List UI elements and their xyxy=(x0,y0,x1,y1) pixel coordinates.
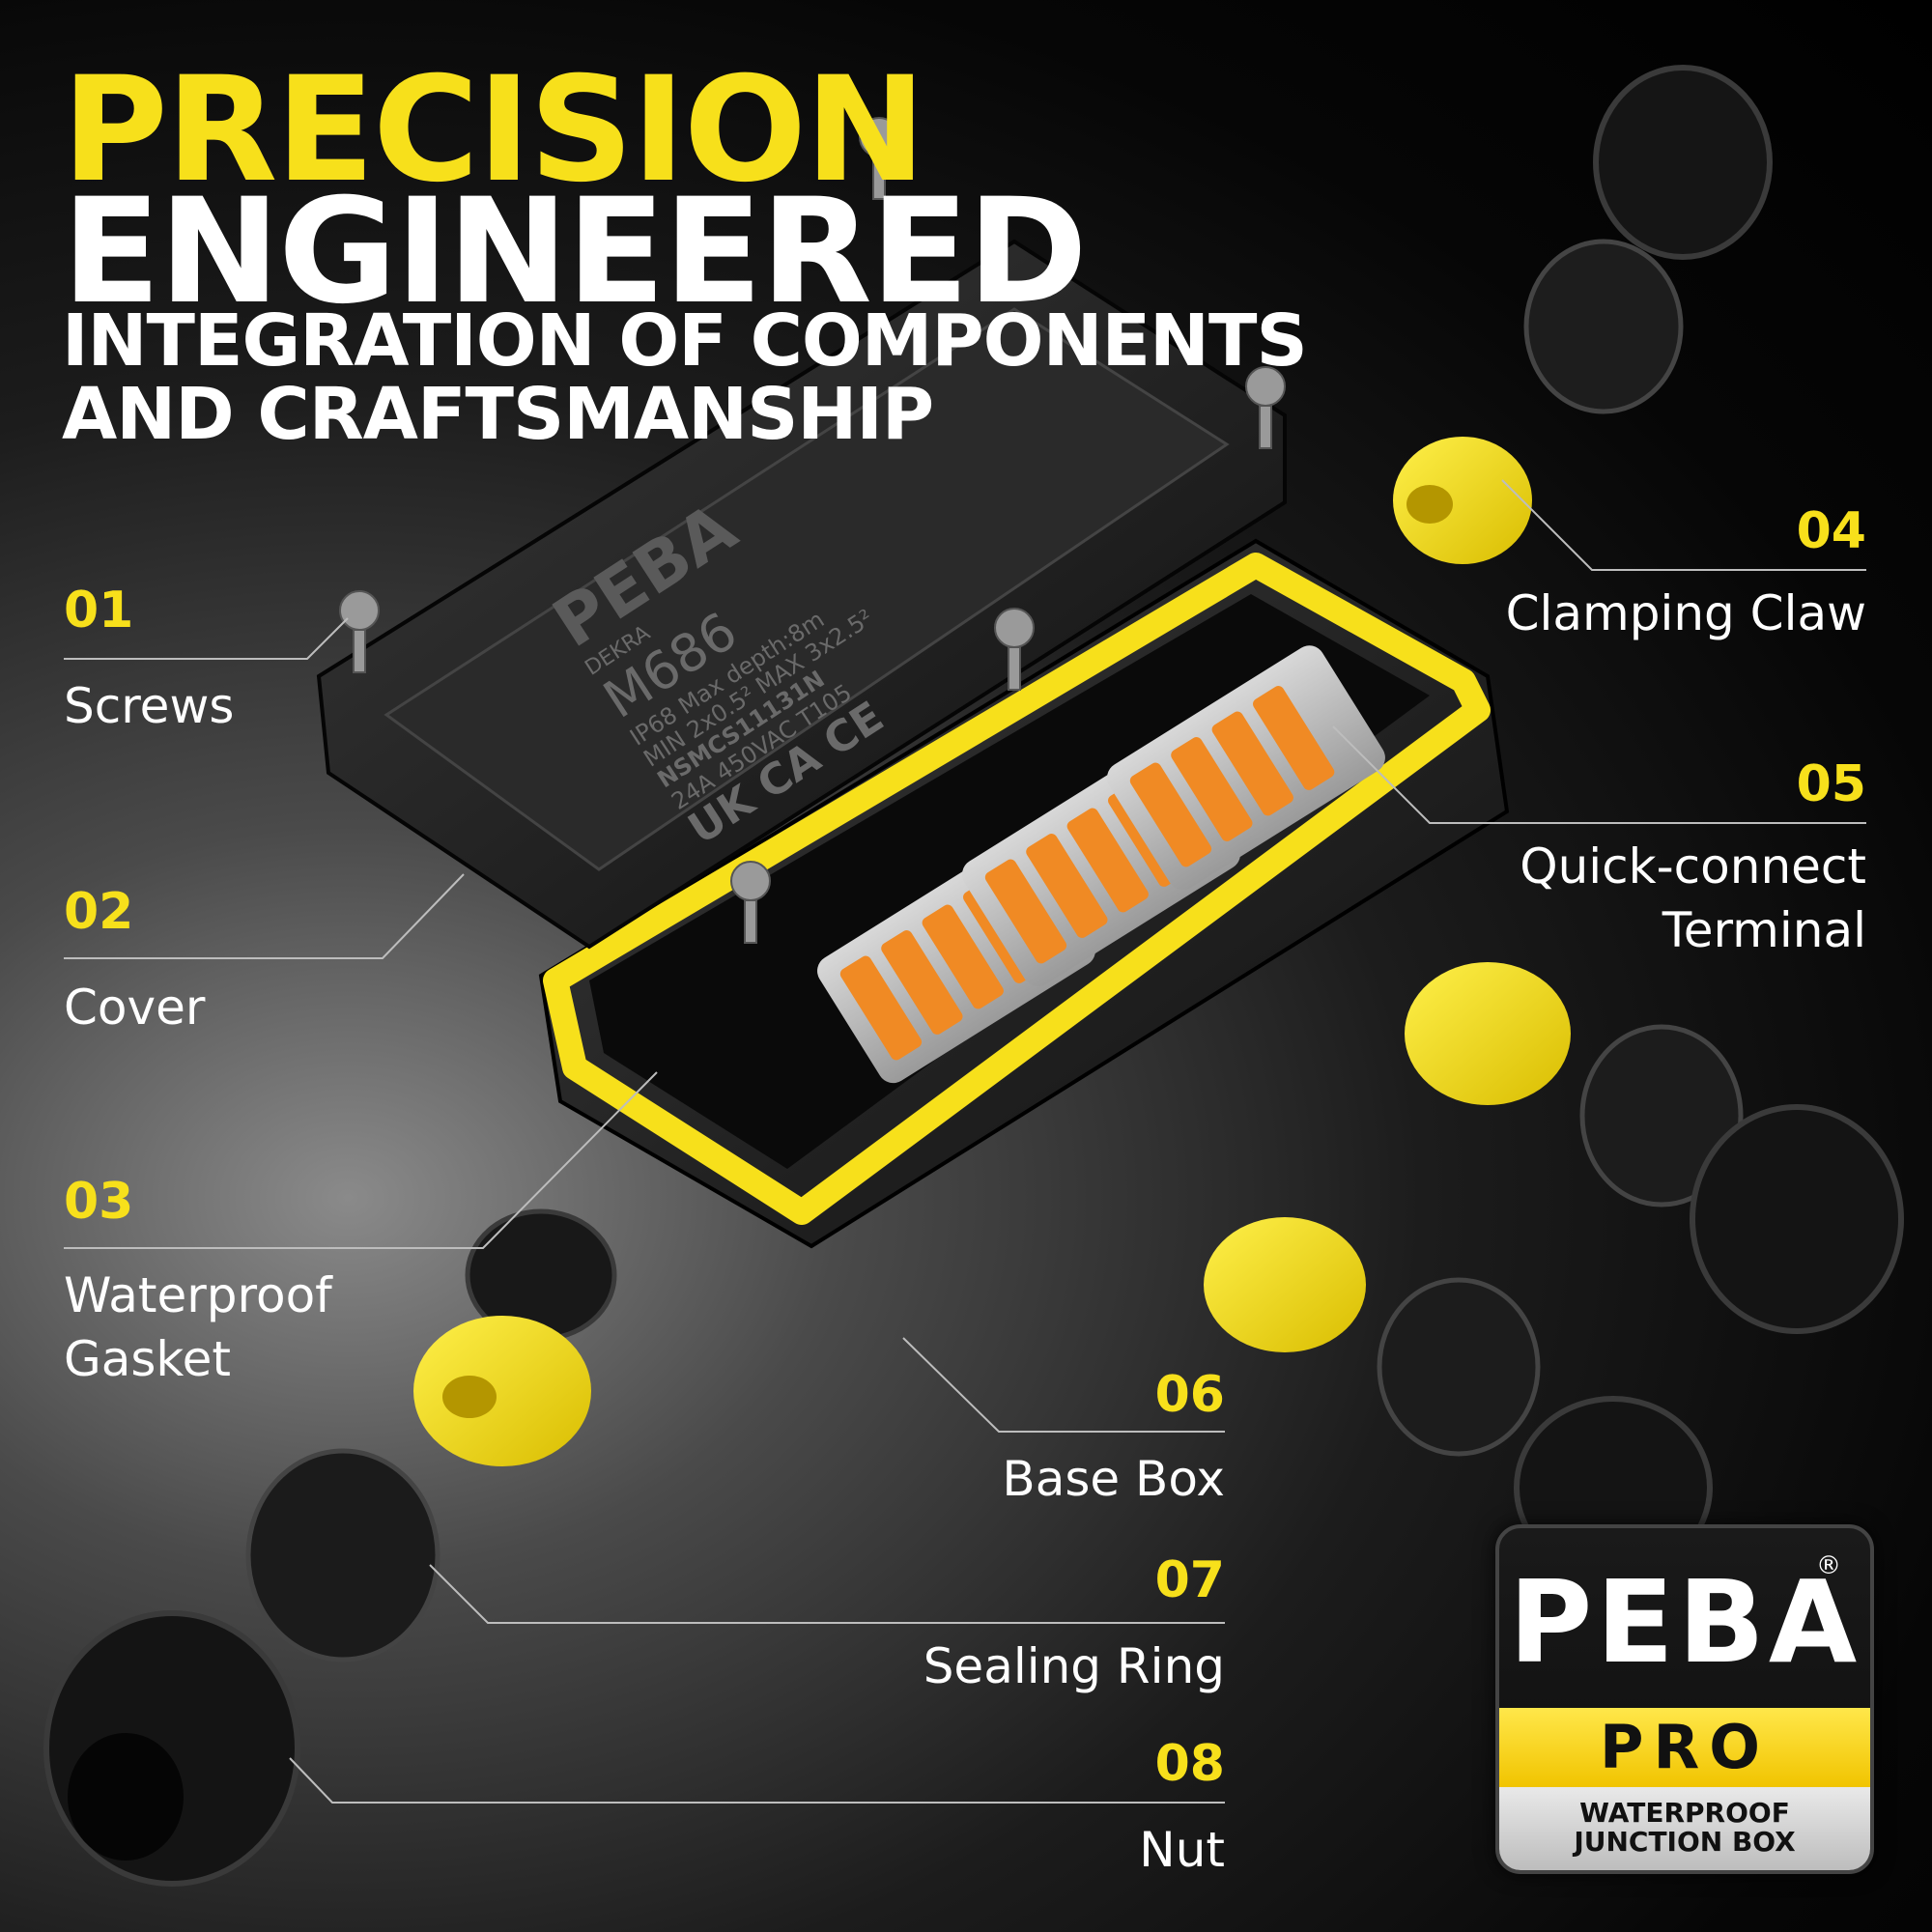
callout-number-06: 06 xyxy=(1154,1366,1225,1424)
callout-number-05: 05 xyxy=(1796,755,1866,813)
callout-number-07: 07 xyxy=(1154,1551,1225,1609)
callout-label-nut: Nut xyxy=(1139,1822,1225,1878)
badge-tier: PRO xyxy=(1499,1708,1870,1787)
callout-label-screws: Screws xyxy=(64,678,235,734)
callout-label-waterproof-gasket: Waterproof Gasket xyxy=(64,1267,332,1387)
cable-glands xyxy=(43,65,1904,1887)
badge-brand: PEBA xyxy=(1508,1555,1861,1689)
subheadline-line1: INTEGRATION OF COMPONENTS xyxy=(62,299,1308,383)
callout-number-03: 03 xyxy=(64,1173,134,1231)
callout-number-08: 08 xyxy=(1154,1735,1225,1793)
callout-label-sealing-ring: Sealing Ring xyxy=(923,1638,1225,1694)
callout-label-base-box: Base Box xyxy=(1002,1451,1225,1507)
badge-line2: JUNCTION BOX xyxy=(1574,1826,1796,1858)
callout-number-02: 02 xyxy=(64,883,134,941)
callout-leaders xyxy=(64,479,1866,1804)
cover xyxy=(316,239,1287,950)
badge-footer: WATERPROOF JUNCTION BOX xyxy=(1499,1787,1870,1870)
subheadline-line2: AND CRAFTSMANSHIP xyxy=(62,373,934,456)
callout-label-quick-connect-terminal: Quick-connect Terminal xyxy=(1520,838,1866,958)
callout-label-clamping-claw: Clamping Claw xyxy=(1505,585,1866,641)
headline-precision: PRECISION xyxy=(62,46,926,214)
badge-registered-mark: ® xyxy=(1816,1551,1841,1580)
callout-number-01: 01 xyxy=(64,582,134,639)
headline-engineered: ENGINEERED xyxy=(62,168,1088,336)
callout-number-04: 04 xyxy=(1796,502,1866,560)
screws xyxy=(339,117,1286,944)
quick-connect-terminals xyxy=(817,645,1385,1084)
waterproof-gasket xyxy=(543,553,1491,1225)
callout-label-cover: Cover xyxy=(64,980,206,1036)
badge-line1: WATERPROOF xyxy=(1579,1797,1790,1829)
peba-pro-badge: PEBA ® PRO WATERPROOF JUNCTION BOX xyxy=(1495,1524,1874,1874)
